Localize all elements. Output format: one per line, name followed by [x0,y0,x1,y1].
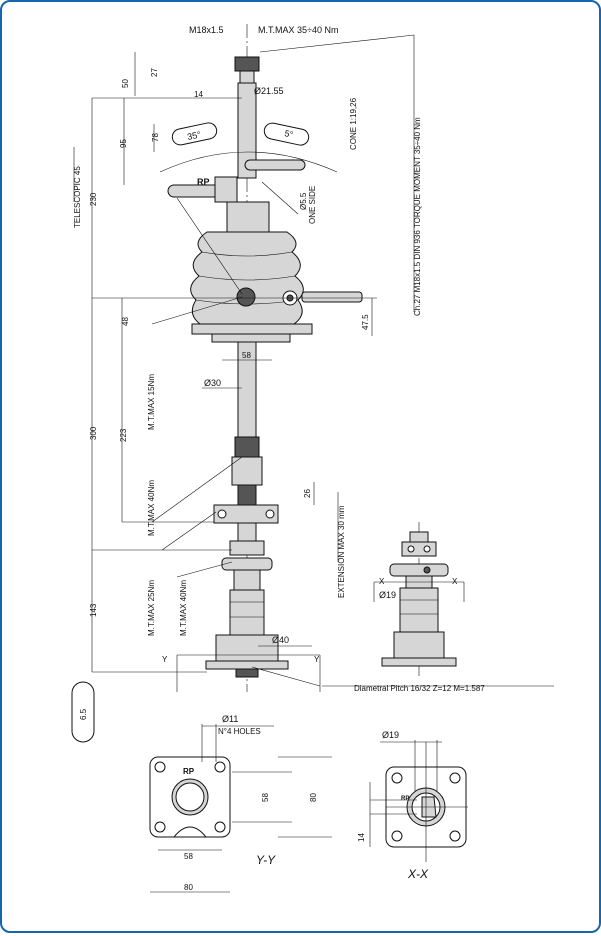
label-y-right: Y [314,655,320,664]
pivot-pin [236,287,256,307]
side-x-right: X [452,577,458,586]
label-y-left: Y [162,655,168,664]
view-yy-label: Y-Y [256,853,276,867]
dim-58-yy-v: 58 [261,793,270,802]
base-plate [191,323,313,335]
holes-label: N°4 HOLES [218,727,261,736]
angle-35: 35° [186,129,202,142]
dim-27: 27 [150,68,159,77]
dim-143: 143 [89,603,98,617]
logo-yy: RP [183,767,195,776]
lower-shaft [229,589,265,636]
rubber-boot [190,231,304,325]
cone-label: CONE 1:19,26 [349,97,358,150]
dim-d40: Ø40 [272,635,289,645]
side-x-left: X [379,577,385,586]
dimension-lines [73,34,554,692]
side-view: X X Ø19 [373,522,465,677]
one-side-label: ONE SIDE [308,186,317,224]
dim-d30: Ø30 [204,378,221,388]
main-labels: M18x1.5 M.T.MAX 35÷40 Nm 50 27 14 Ø21.55… [71,25,485,743]
dim-d19-xx: Ø19 [382,730,399,740]
bottom-flange [205,660,289,670]
logo-xx: RP [401,796,409,802]
dim-230: 230 [89,192,98,206]
dim-80-yy-v: 80 [309,793,318,802]
dim-14-top: 14 [194,90,203,99]
torque-40-label-b: M.T.MAX 40Nm [179,580,188,636]
ch27-note: Ch.27 M18x1.5 DIN 936 TORQUE MOMENT 35÷4… [413,117,422,316]
dim-80-yy-h: 80 [184,883,193,892]
main-assembly [159,24,363,692]
extension-label: EXTENSION MAX 30 mm [337,505,346,598]
torque-top-label: M.T.MAX 35÷40 Nm [258,25,338,35]
torque-15-label: M.T.MAX 15Nm [147,374,156,430]
dim-50: 50 [121,79,130,88]
dim-48: 48 [121,317,130,326]
dim-475: 47.5 [361,314,370,330]
diametral-pitch-label: Diametral Pitch 16/32 Z=12 M=1.587 [354,684,485,693]
logo-main: RP [197,177,210,187]
dim-58-yy-h: 58 [184,852,193,861]
top-nut [234,56,260,72]
thread-label: M18x1.5 [189,25,224,35]
dim-95: 95 [119,139,128,148]
dim-14-xx: 14 [357,833,366,842]
dim-d2155: Ø21.55 [254,86,284,96]
dim-58-mid: 58 [242,351,251,360]
telescopic-label: TELESCOPIC 45 [73,166,82,228]
dim-300: 300 [89,426,98,440]
dim-d11: Ø11 [222,714,238,724]
view-xx-label: X-X [407,867,429,881]
dim-26: 26 [303,489,312,498]
dim-223: 223 [119,428,128,442]
upper-shaft [237,82,257,179]
yy-view: RP RP Ø11 N°4 HOLES 58 80 58 80 Y-Y [149,177,332,893]
dim-d55: Ø5.5 [299,192,308,210]
side-d19: Ø19 [379,590,396,600]
torque-25-label: M.T.MAX 25Nm [147,580,156,636]
torque-40-label-a: M.T.MAX 40Nm [147,480,156,536]
dim-78: 78 [151,133,160,142]
xx-view: RP Ø19 14 X-X [357,730,468,881]
angle-5: 5° [284,128,295,140]
dim-65: 6.5 [79,708,88,720]
